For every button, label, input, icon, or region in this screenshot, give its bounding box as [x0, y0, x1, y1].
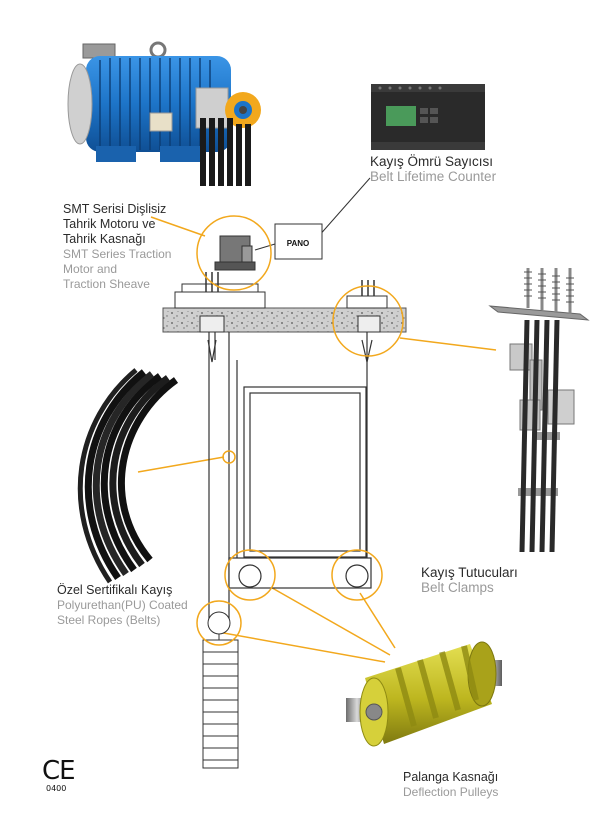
belt-clamps-image	[488, 268, 590, 553]
motor-base	[174, 235, 266, 309]
pano-label: PANO	[287, 239, 310, 248]
belt-label-tr: Özel Sertifikalı Kayış	[57, 583, 173, 597]
counter-label: Kayış Ömrü Sayıcısı Belt Lifetime Counte…	[370, 154, 496, 184]
pano-box	[274, 223, 323, 260]
callout-circles	[196, 215, 404, 646]
deflection-pulley-image	[346, 641, 502, 747]
counterweight	[202, 611, 239, 769]
motor-label-en-3: Traction Sheave	[63, 277, 150, 291]
belt-label: Özel Sertifikalı Kayış Polyurethan(PU) C…	[57, 583, 188, 628]
counter-label-en: Belt Lifetime Counter	[370, 169, 497, 184]
belt-lifetime-counter-image	[371, 84, 485, 150]
traction-motor-image	[67, 41, 261, 186]
motor-label-en-2: Motor and	[63, 262, 118, 276]
ce-number: 0400	[46, 784, 67, 793]
clamps-label-tr: Kayış Tutucuları	[421, 565, 518, 580]
clamps-label: Kayış Tutucuları Belt Clamps	[421, 565, 518, 595]
motor-label-en-1: SMT Series Traction	[63, 247, 172, 261]
pulleys-label-tr: Palanga Kasnağı	[403, 770, 499, 784]
pulleys-label: Palanga Kasnağı Deflection Pulleys	[403, 770, 498, 800]
motor-label-tr-2: Tahrik Motoru ve	[63, 217, 156, 231]
motor-label-tr-1: SMT Serisi Dişlisiz	[63, 202, 167, 216]
belt-image	[77, 368, 179, 584]
belt-label-en-2: Steel Ropes (Belts)	[57, 613, 161, 627]
counter-label-tr: Kayış Ömrü Sayıcısı	[370, 154, 494, 169]
belt-label-en-1: Polyurethan(PU) Coated	[57, 598, 188, 612]
pulleys-label-en: Deflection Pulleys	[403, 785, 499, 799]
leader-lines	[137, 216, 497, 663]
floor-belt-clamps	[205, 272, 375, 296]
ce-mark: CE	[42, 756, 76, 786]
motor-label-tr-3: Tahrik Kasnağı	[63, 232, 146, 246]
elevator-car	[228, 386, 372, 589]
clamps-label-en: Belt Clamps	[421, 580, 494, 595]
motor-label: SMT Serisi Dişlisiz Tahrik Motoru ve Tah…	[63, 202, 171, 292]
ce-certification-mark: CE 0400	[42, 756, 76, 793]
